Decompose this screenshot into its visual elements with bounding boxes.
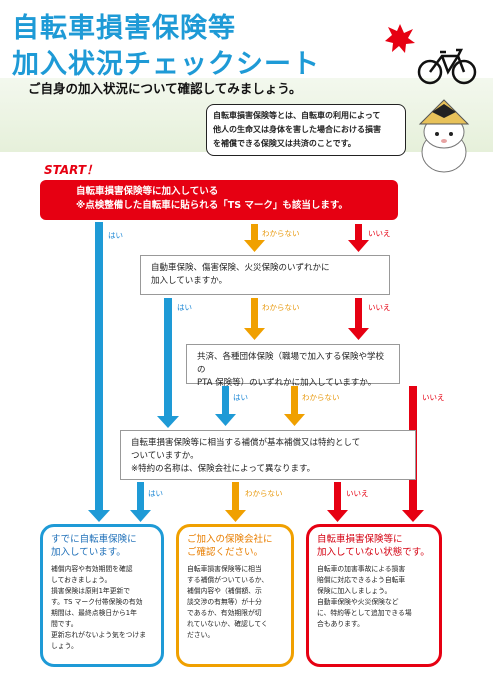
result-body-line: 賠償に対応できるよう自転車 — [317, 576, 406, 584]
answer-unknown-label: わからない — [262, 303, 300, 312]
result-body-line: 合もあります。 — [317, 620, 364, 628]
question-line: 共済、各種団体保険（職場で加入する保険や学校の — [197, 352, 385, 375]
answer-unknown-label: わからない — [302, 393, 340, 402]
result-body-line: する補償がついているか、 — [187, 576, 269, 584]
result-body-line: しておきましょう。 — [51, 576, 112, 584]
result-title-line: 自転車損害保険等に — [317, 534, 403, 545]
definition-line: を補償できる保険又は共済のことです。 — [213, 139, 356, 148]
result-body-line: 間です。 — [51, 620, 78, 628]
definition-line: 他人の生命又は身体を害した場合における損害 — [213, 125, 381, 134]
arrow-no-start — [348, 224, 369, 252]
result-title: 自転車損害保険等に 加入していない状態です。 — [317, 533, 433, 559]
result-body-line: 補償内容や（補償額、示 — [187, 587, 262, 595]
mascot-icon — [418, 99, 470, 173]
definition-box: 自転車損害保険等とは、自転車の利用によって 他人の生命又は身体を害した場合におけ… — [206, 104, 406, 156]
result-body-line: 補償内容や有効期間を確認 — [51, 565, 133, 573]
result-box-check-insurer: ご加入の保険会社に ご確認ください。 自転車損害保険等に相当 する補償がついてい… — [176, 524, 294, 667]
answer-yes-label: はい — [233, 393, 248, 402]
result-body-line: であるか、有効期限が切 — [187, 609, 262, 617]
answer-yes-label: はい — [177, 303, 192, 312]
question-line: 自転車損害保険等に相当する補償が基本補償又は特約として — [131, 438, 361, 448]
answer-yes-label: はい — [148, 489, 163, 498]
arrow-no-q2 — [348, 298, 369, 340]
start-question-line2: ※点検整備した自転車に貼られる「TS マーク」も該当します。 — [76, 200, 348, 211]
result-body-line: 談交渉の有無等）が十分 — [187, 598, 262, 606]
result-body-line: す。TS マーク付帯保険の有効 — [51, 598, 143, 606]
start-question-line1: 自転車損害保険等に加入している — [76, 186, 219, 197]
start-question-box: 自転車損害保険等に加入している ※点検整備した自転車に貼られる「TS マーク」も… — [40, 180, 398, 220]
page-subtitle: ご自身の加入状況について確認してみましょう。 — [28, 81, 302, 96]
arrow-yes-q4 — [130, 482, 151, 522]
answer-no-label: いいえ — [422, 393, 445, 402]
result-title-line: すでに自転車保険に — [51, 534, 137, 545]
question-box-coverage: 自転車損害保険等に相当する補償が基本補償又は特約として ついていますか。 ※特約… — [120, 430, 416, 480]
result-body: 自転車損害保険等に相当 する補償がついているか、 補償内容や（補償額、示 談交渉… — [187, 564, 285, 641]
result-box-not-covered: 自転車損害保険等に 加入していない状態です。 自転車の加害事故による損害 賠償に… — [306, 524, 442, 667]
result-body-line: に、特約等として追加できる場 — [317, 609, 412, 617]
result-body-line: 保険に加入しましょう。 — [317, 587, 392, 595]
page-title-line1: 自転車損害保険等 — [12, 13, 236, 44]
question-line: ※特約の名称は、保険会社によって異なります。 — [131, 464, 316, 474]
question-box-mutual-aid: 共済、各種団体保険（職場で加入する保険や学校の PTA 保険等）のいずれかに加入… — [186, 344, 400, 388]
result-title: すでに自転車保険に 加入しています。 — [51, 533, 155, 559]
arrow-unknown-q2 — [244, 298, 265, 340]
result-body-line: 自動車保険や火災保険など — [317, 598, 399, 606]
result-title-line: ご加入の保険会社に — [187, 534, 273, 545]
start-label: START！ — [44, 163, 99, 177]
result-title-line: ご確認ください。 — [187, 547, 264, 558]
result-title-line: 加入していない状態です。 — [317, 547, 430, 558]
result-body-line: 自転車損害保険等に相当 — [187, 565, 262, 573]
answer-unknown-label: わからない — [245, 489, 283, 498]
result-box-covered: すでに自転車保険に 加入しています。 補償内容や有効期間を確認 しておきましょう… — [40, 524, 164, 667]
question-line: 加入していますか。 — [151, 276, 228, 286]
arrow-unknown-start — [244, 224, 265, 252]
arrow-yes-start — [88, 222, 110, 522]
answer-unknown-label: わからない — [262, 229, 300, 238]
arrow-no-q4 — [327, 482, 348, 522]
page-title-line2: 加入状況チェックシート — [12, 49, 320, 80]
burst-icon — [385, 24, 415, 53]
result-body-line: 損害保険は原則1年更新で — [51, 587, 131, 595]
result-body: 補償内容や有効期間を確認 しておきましょう。 損害保険は原則1年更新で す。TS… — [51, 564, 155, 652]
result-body-line: れていないか、確認してく — [187, 620, 268, 628]
answer-no-label: いいえ — [346, 489, 369, 498]
arrow-unknown-q3 — [284, 386, 305, 426]
question-line: PTA 保険等）のいずれかに加入していますか。 — [197, 378, 377, 388]
answer-no-label: いいえ — [368, 303, 391, 312]
result-title-line: 加入しています。 — [51, 547, 126, 558]
result-body-line: ださい。 — [187, 631, 215, 639]
arrow-unknown-q4 — [225, 482, 246, 522]
result-body-line: 更新忘れがないよう気をつけま — [51, 631, 147, 639]
answer-yes-label: はい — [108, 231, 123, 240]
result-title: ご加入の保険会社に ご確認ください。 — [187, 533, 285, 559]
question-line: 自動車保険、傷害保険、火災保険のいずれかに — [151, 263, 330, 273]
result-body-line: しょう。 — [51, 642, 78, 650]
bicycle-icon — [417, 48, 477, 85]
result-body: 自転車の加害事故による損害 賠償に対応できるよう自転車 保険に加入しましょう。 … — [317, 564, 433, 630]
answer-no-label: いいえ — [368, 229, 391, 238]
question-box-insurance-types: 自動車保険、傷害保険、火災保険のいずれかに 加入していますか。 — [140, 255, 390, 295]
result-body-line: 期間は、最終点検日から1年 — [51, 609, 137, 617]
result-body-line: 自転車の加害事故による損害 — [317, 565, 406, 573]
definition-line: 自転車損害保険等とは、自転車の利用によって — [213, 111, 381, 120]
arrow-yes-q3 — [215, 386, 236, 426]
question-line: ついていますか。 — [131, 451, 199, 461]
arrow-yes-q2 — [157, 298, 179, 428]
